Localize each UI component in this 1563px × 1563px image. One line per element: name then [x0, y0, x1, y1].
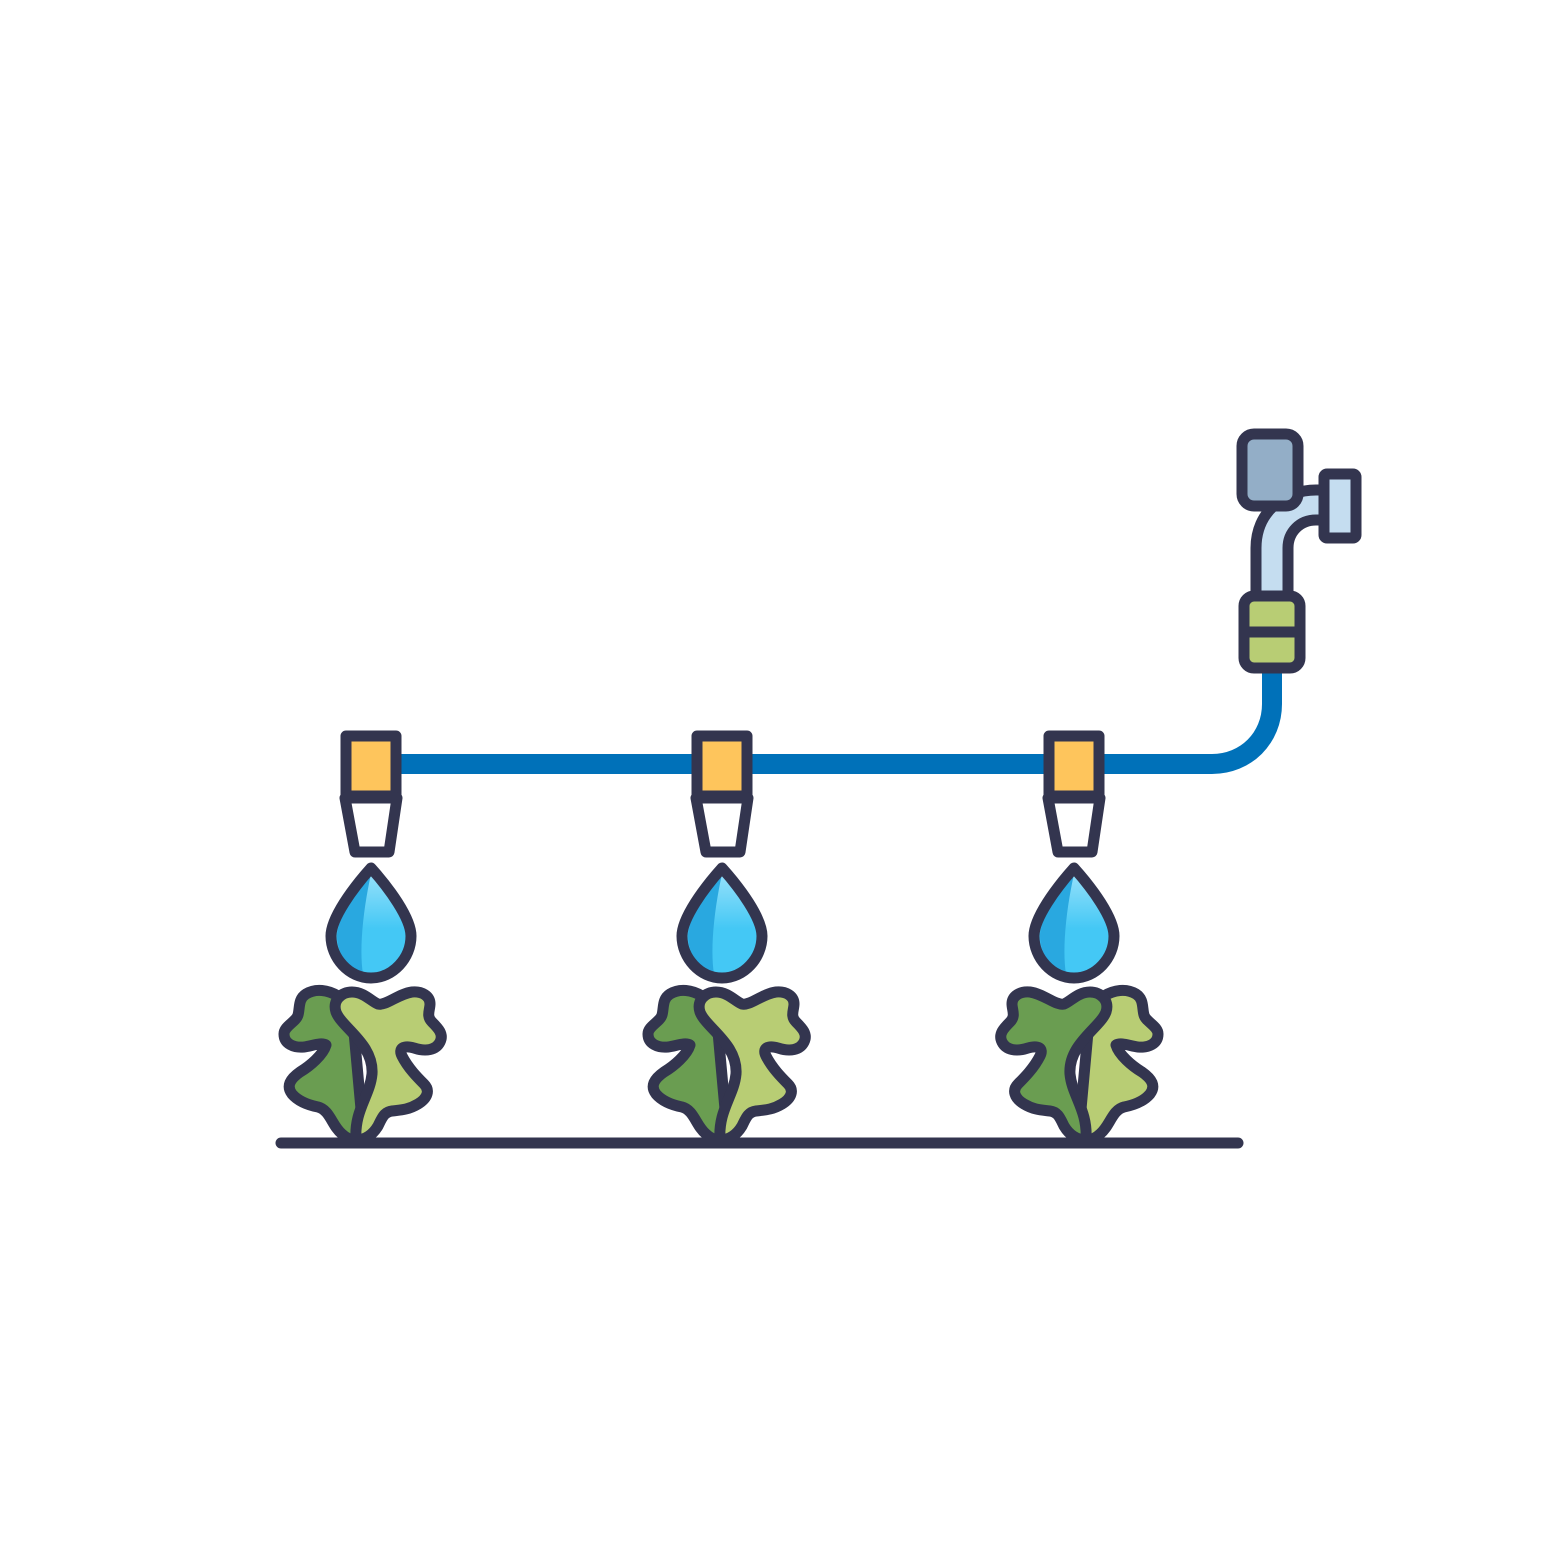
emitter-2	[696, 736, 748, 852]
faucet	[1236, 428, 1362, 674]
faucet-spout	[1318, 468, 1362, 544]
plant-icon-2	[648, 990, 805, 1140]
plant-icon-1	[284, 990, 441, 1140]
water-drop-icon-2	[682, 868, 762, 978]
faucet-handle-icon	[1236, 428, 1304, 512]
water-drop-icon-1	[331, 868, 411, 978]
emitter-1	[345, 736, 397, 852]
plant-icon-3	[1001, 990, 1158, 1140]
water-drop-icon-3	[1034, 868, 1114, 978]
water-pipe	[371, 668, 1282, 774]
emitter-3	[1048, 736, 1100, 852]
